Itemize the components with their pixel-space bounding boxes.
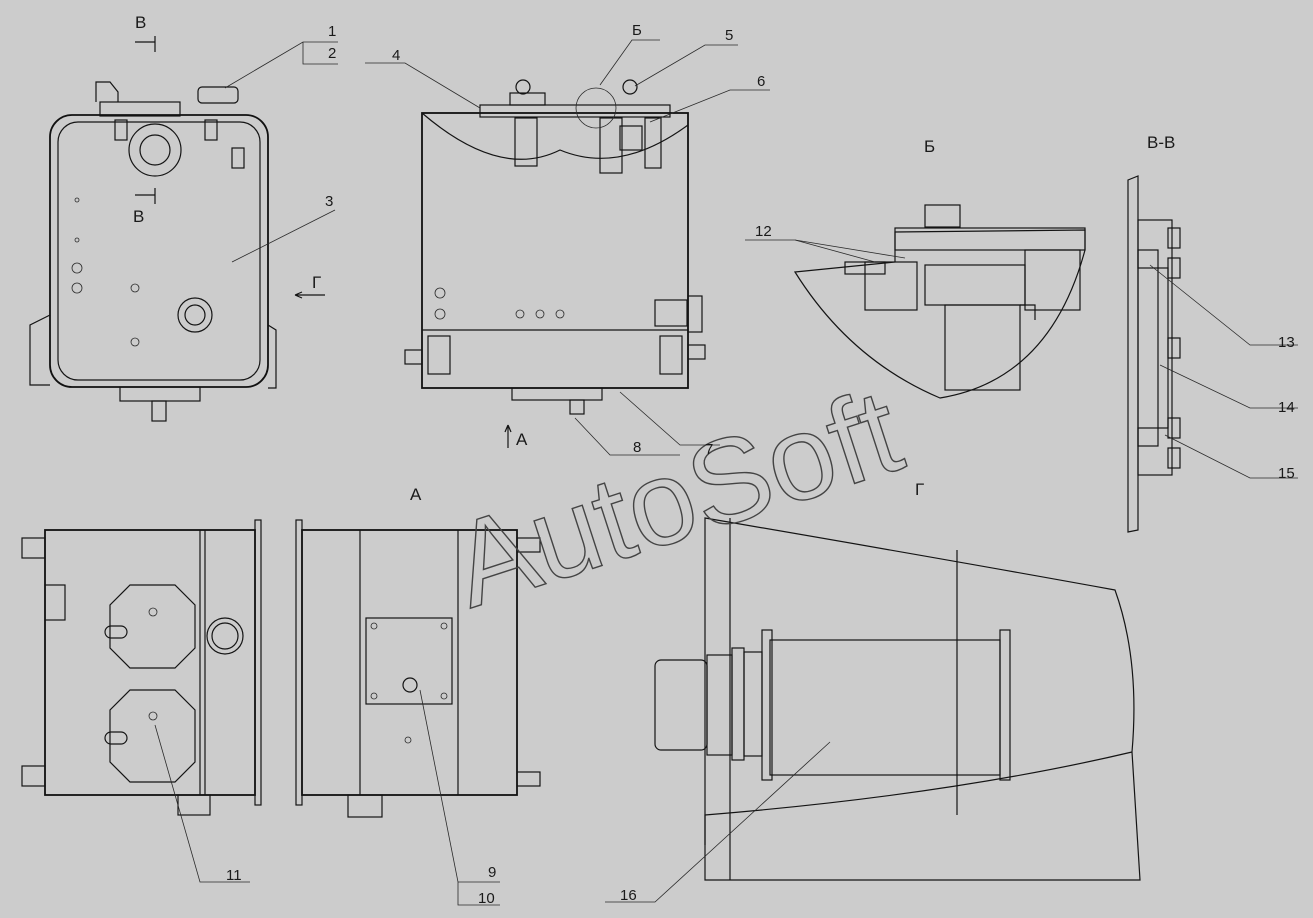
callout-14: 14 xyxy=(1278,399,1295,416)
callout-6: 6 xyxy=(757,73,765,90)
callout-1: 1 xyxy=(328,23,336,40)
callout-5: 5 xyxy=(725,27,733,44)
view-a: А xyxy=(21,485,541,818)
callout-8: 8 xyxy=(633,439,641,456)
watermark: AutoSoft xyxy=(437,363,916,633)
detail-b-label: Б xyxy=(924,137,935,156)
callout-2: 2 xyxy=(328,45,336,62)
callout-10: 10 xyxy=(478,890,495,907)
tank-front-view: В В Г xyxy=(29,13,325,422)
callout-9: 9 xyxy=(488,864,496,881)
section-vv-label: В-В xyxy=(1147,133,1175,152)
view-a-label: А xyxy=(410,485,422,504)
detail-b-view: Б xyxy=(793,137,1086,399)
tank-side-view: А xyxy=(404,79,706,449)
callout-labels: 1 2 3 4 5 6 7 8 9 10 11 12 13 14 15 16 Б xyxy=(226,22,1295,907)
callout-11: 11 xyxy=(226,867,242,884)
detail-b-leader-label: Б xyxy=(632,22,642,39)
section-vv-view: В-В xyxy=(1127,133,1181,533)
callout-3: 3 xyxy=(325,193,333,210)
callout-4: 4 xyxy=(392,47,400,64)
callout-16: 16 xyxy=(620,887,637,904)
arrow-g-label: Г xyxy=(312,273,321,292)
arrow-a-label: А xyxy=(516,430,528,449)
view-g: Г xyxy=(654,480,1141,881)
view-g-label: Г xyxy=(915,480,924,499)
callout-13: 13 xyxy=(1278,334,1295,351)
callout-7: 7 xyxy=(705,441,713,458)
section-b-top-label: В xyxy=(135,13,146,32)
leader-lines xyxy=(154,39,1298,906)
section-b-bottom-label: В xyxy=(133,207,144,226)
callout-15: 15 xyxy=(1278,465,1295,482)
callout-12: 12 xyxy=(755,223,772,240)
